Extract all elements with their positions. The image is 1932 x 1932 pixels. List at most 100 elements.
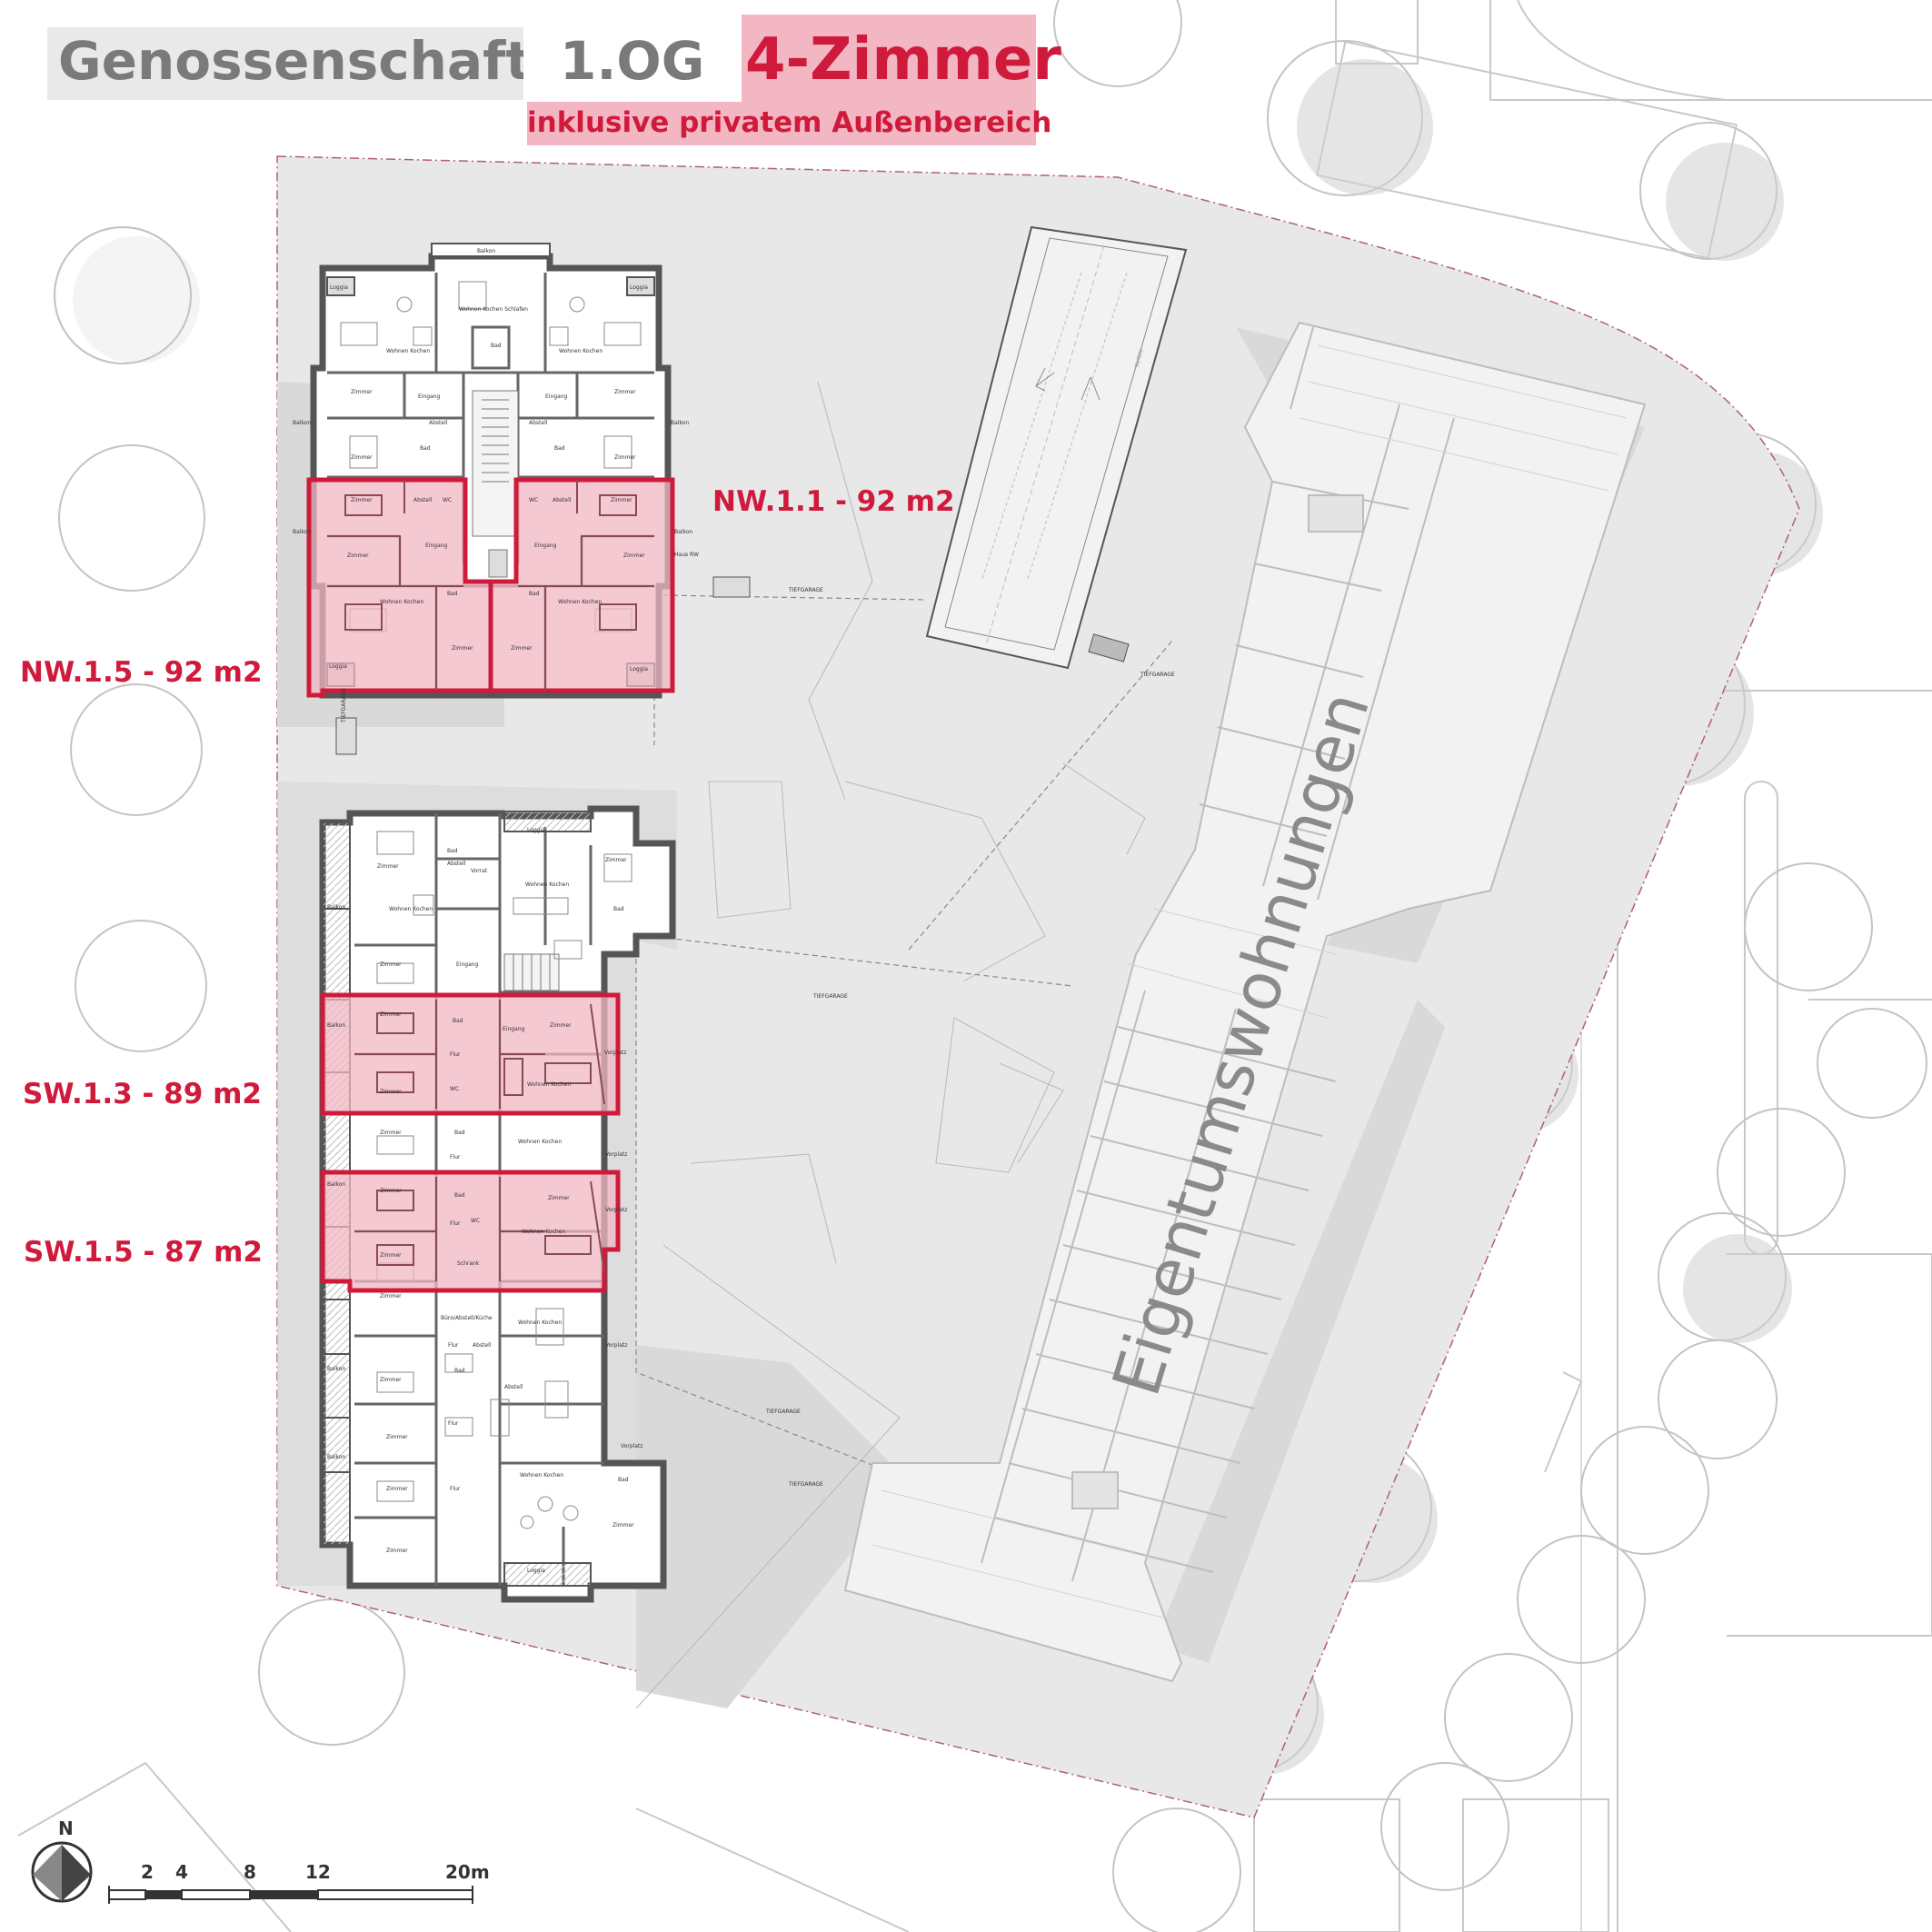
- title-building: Genossenschaft: [47, 27, 531, 100]
- svg-text:Zimmer: Zimmer: [351, 497, 373, 503]
- svg-text:Büro/Abstell/Küche: Büro/Abstell/Küche: [441, 1315, 493, 1321]
- svg-text:Balkon: Balkon: [327, 1366, 345, 1372]
- svg-text:Wohnen Kochen: Wohnen Kochen: [389, 906, 433, 912]
- scale-mark-12: 12: [305, 1861, 331, 1883]
- svg-text:Bad: Bad: [529, 591, 540, 597]
- svg-text:Bad: Bad: [554, 445, 565, 452]
- nw15-unit-shape: [306, 477, 493, 698]
- sw-room-labels: Loggia Zimmer Bad Abstell Vorrat Zimmer …: [327, 688, 848, 1574]
- svg-text:Bad: Bad: [454, 1130, 465, 1136]
- svg-text:Wohnen Kochen: Wohnen Kochen: [380, 599, 423, 605]
- svg-text:Eingang: Eingang: [418, 393, 441, 400]
- svg-text:Balkon: Balkon: [327, 904, 345, 911]
- svg-text:Zimmer: Zimmer: [380, 1252, 402, 1259]
- svg-text:Zimmer: Zimmer: [380, 961, 402, 968]
- paths: [635, 381, 1146, 1709]
- svg-text:Eingang: Eingang: [503, 1026, 525, 1032]
- svg-text:Zimmer: Zimmer: [605, 857, 627, 863]
- svg-text:Vorplatz: Vorplatz: [605, 1342, 627, 1349]
- svg-text:Zimmer: Zimmer: [611, 497, 632, 503]
- svg-text:Bad: Bad: [491, 343, 502, 349]
- svg-text:Balkon: Balkon: [477, 248, 495, 254]
- svg-text:Zimmer: Zimmer: [380, 1130, 402, 1136]
- svg-text:Wohnen Kochen: Wohnen Kochen: [527, 1081, 571, 1088]
- sw13-unit-shape: [320, 992, 621, 1116]
- svg-text:Wohnen Kochen: Wohnen Kochen: [559, 348, 603, 354]
- svg-text:Loggia: Loggia: [630, 284, 648, 291]
- svg-text:Vorplatz: Vorplatz: [605, 1207, 627, 1213]
- north-label: N: [58, 1817, 74, 1839]
- svg-text:Zimmer: Zimmer: [612, 1522, 634, 1529]
- svg-text:Bad: Bad: [447, 591, 458, 597]
- eigentum-building: [843, 321, 1647, 1683]
- svg-text:Bad: Bad: [454, 1368, 465, 1374]
- svg-text:TIEFGARAGE: TIEFGARAGE: [1140, 672, 1175, 678]
- svg-text:Loggia: Loggia: [329, 663, 347, 670]
- svg-text:Wohnen Kochen: Wohnen Kochen: [558, 599, 602, 605]
- svg-text:Zimmer: Zimmer: [511, 645, 533, 652]
- svg-text:Wohnen Kochen: Wohnen Kochen: [518, 1139, 562, 1145]
- svg-text:Flur: Flur: [450, 1051, 461, 1058]
- title-room-count: 4-Zimmer: [742, 15, 1061, 102]
- svg-text:Eingang: Eingang: [425, 543, 448, 549]
- svg-text:Loggia: Loggia: [330, 284, 348, 291]
- svg-text:Bad: Bad: [618, 1477, 629, 1483]
- svg-text:Abstell: Abstell: [413, 497, 433, 503]
- svg-text:Flur: Flur: [448, 1342, 459, 1349]
- svg-text:Abstell: Abstell: [429, 420, 448, 426]
- svg-text:Loggia: Loggia: [527, 827, 545, 833]
- svg-text:Flur: Flur: [450, 1154, 461, 1160]
- svg-text:Zimmer: Zimmer: [614, 389, 636, 395]
- unit-label-sw13: SW.1.3 - 89 m2: [23, 1078, 262, 1110]
- svg-text:Balkon: Balkon: [674, 529, 692, 535]
- svg-text:Zimmer: Zimmer: [452, 645, 473, 652]
- svg-text:TIEFGARAGE: TIEFGARAGE: [788, 1481, 823, 1488]
- svg-text:Vorplatz: Vorplatz: [605, 1151, 627, 1158]
- svg-text:Zimmer: Zimmer: [550, 1022, 572, 1029]
- svg-text:Bad: Bad: [420, 445, 431, 452]
- eigentum-detail: [871, 344, 1628, 1618]
- unit-label-sw15: SW.1.5 - 87 m2: [24, 1236, 263, 1269]
- scale-mark-8: 8: [244, 1861, 256, 1883]
- svg-text:Zimmer: Zimmer: [623, 553, 645, 559]
- svg-text:Balkon: Balkon: [327, 1454, 345, 1460]
- svg-text:Zimmer: Zimmer: [380, 1011, 402, 1018]
- svg-text:Wohnen Kochen Schlafen: Wohnen Kochen Schlafen: [459, 306, 528, 313]
- svg-text:Eingang: Eingang: [456, 961, 479, 968]
- svg-text:Wohnen Kochen: Wohnen Kochen: [522, 1229, 565, 1235]
- svg-text:Flur: Flur: [448, 1420, 459, 1427]
- svg-text:Zimmer: Zimmer: [380, 1377, 402, 1383]
- svg-text:WC: WC: [450, 1086, 459, 1092]
- scale-bar: [108, 1886, 473, 1904]
- garage-ramp: [335, 225, 1188, 755]
- svg-text:Zimmer: Zimmer: [386, 1434, 408, 1440]
- svg-text:Zimmer: Zimmer: [386, 1548, 408, 1554]
- svg-text:Zimmer: Zimmer: [386, 1486, 408, 1492]
- svg-text:Zimmer: Zimmer: [380, 1293, 402, 1300]
- svg-text:Flur: Flur: [450, 1220, 461, 1227]
- svg-text:Wohnen Kochen: Wohnen Kochen: [520, 1472, 563, 1479]
- svg-text:TIEFGARAGE: TIEFGARAGE: [812, 993, 848, 1000]
- svg-text:Wohnen Kochen: Wohnen Kochen: [386, 348, 430, 354]
- svg-text:Eingang: Eingang: [545, 393, 568, 400]
- svg-text:Balkon: Balkon: [327, 1181, 345, 1188]
- svg-text:Zimmer: Zimmer: [351, 454, 373, 461]
- svg-text:Balkon: Balkon: [327, 1022, 345, 1029]
- svg-text:Flur: Flur: [450, 1486, 461, 1492]
- sw15-unit-shape: [320, 1170, 621, 1293]
- north-arrow: [31, 1841, 93, 1903]
- svg-text:Wohnen Kochen: Wohnen Kochen: [518, 1320, 562, 1326]
- unit-label-nw15: NW.1.5 - 92 m2: [20, 656, 263, 689]
- svg-text:Zimmer: Zimmer: [380, 1089, 402, 1095]
- svg-text:Schrank: Schrank: [457, 1260, 480, 1267]
- svg-text:Vorplatz: Vorplatz: [604, 1050, 626, 1056]
- svg-text:Loggia: Loggia: [630, 666, 648, 672]
- svg-text:WC: WC: [443, 497, 452, 503]
- svg-text:Abstell: Abstell: [473, 1342, 492, 1349]
- svg-text:TIEFGARAGE: TIEFGARAGE: [765, 1409, 801, 1415]
- svg-text:WC: WC: [529, 497, 538, 503]
- svg-text:Haus RW: Haus RW: [674, 552, 699, 558]
- title-floor: 1.OG: [523, 27, 742, 100]
- svg-text:Zimmer: Zimmer: [380, 1188, 402, 1194]
